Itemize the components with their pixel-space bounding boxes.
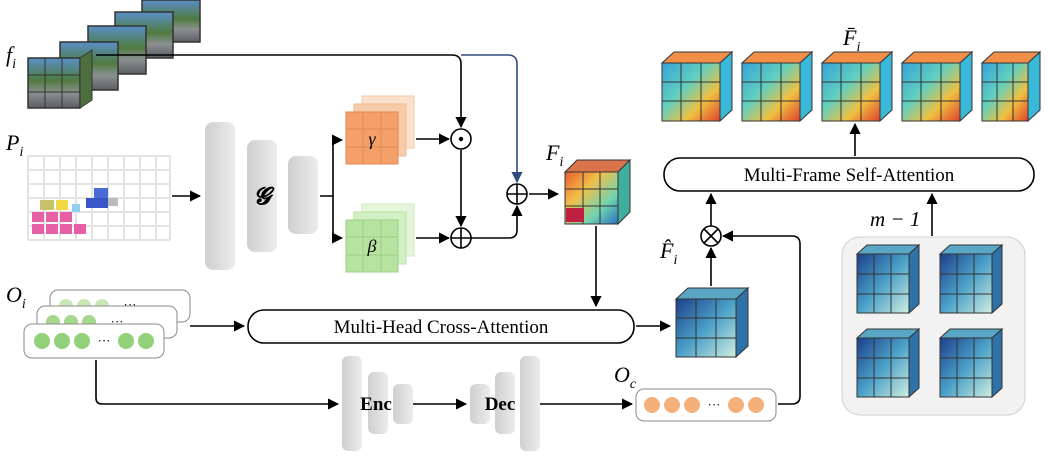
- otimes-operator: [700, 225, 722, 247]
- cross-attention-module: Multi-Head Cross-Attention: [247, 309, 635, 344]
- g-block-2: [247, 140, 277, 252]
- cross-attention-label: Multi-Head Cross-Attention: [334, 317, 549, 338]
- Fhat-label: F̂i: [659, 238, 677, 268]
- Fbar-cube-1: [660, 50, 734, 123]
- multiply-operator: [450, 128, 472, 150]
- O-label: Oi: [6, 282, 26, 312]
- add-operator-beta: [450, 227, 472, 249]
- gamma-label: γ: [368, 129, 376, 149]
- Fhat-cube: [674, 286, 750, 359]
- Fbar-cube-2: [740, 50, 814, 123]
- add-operator-main: [506, 183, 528, 205]
- g-block-1: [205, 122, 235, 270]
- arrows-fusion: [590, 192, 801, 405]
- point-cloud-objects: [32, 188, 118, 234]
- g-network: 𝓖: [205, 122, 318, 270]
- memory-cube-4: [938, 327, 1004, 399]
- point-cloud-grid: [27, 155, 171, 241]
- arrows-g: [172, 134, 344, 244]
- Fbar-cube-5: [980, 50, 1042, 123]
- encoder: Enc: [342, 356, 413, 451]
- self-attention-module: Multi-Frame Self-Attention: [663, 157, 1035, 192]
- self-attention-label: Multi-Frame Self-Attention: [744, 165, 955, 186]
- beta-label: β: [367, 236, 377, 256]
- p-label: Pi: [5, 130, 23, 160]
- memory-cube-1: [855, 243, 921, 315]
- m-minus-1-label: m − 1: [870, 207, 920, 231]
- gamma-tensor: γ: [345, 95, 415, 165]
- decoder: Dec: [470, 356, 540, 451]
- Fbar-cubes: [660, 50, 1042, 123]
- enc-label: Enc: [360, 394, 392, 415]
- arrows-modulation: [96, 54, 560, 244]
- skip-arrow-blue: [461, 54, 523, 184]
- g-label: 𝓖: [254, 184, 275, 210]
- Oc-label: Oc: [614, 362, 637, 392]
- svg-text:···: ···: [708, 397, 721, 412]
- arrows-tokens: [95, 320, 634, 410]
- Fbar-label: F̄i: [842, 25, 860, 55]
- video-frames-stack: [27, 0, 201, 109]
- beta-tensor: β: [345, 203, 415, 273]
- Fbar-cube-4: [900, 50, 974, 123]
- object-tokens: ··· ··· ···: [23, 289, 191, 359]
- memory-cube-2: [938, 243, 1004, 315]
- token-row-1: ···: [23, 323, 165, 359]
- frame-1: [27, 49, 93, 109]
- f-label: fi: [6, 42, 16, 72]
- memory-cube-3: [855, 327, 921, 399]
- svg-text:···: ···: [98, 333, 111, 348]
- F-cube: [563, 158, 632, 226]
- context-tokens: ···: [635, 388, 777, 422]
- dec-label: Dec: [485, 394, 516, 415]
- F-label: Fi: [545, 140, 563, 170]
- Fbar-cube-3: [820, 50, 894, 123]
- memory-panel: [841, 236, 1026, 416]
- g-block-3: [288, 156, 318, 234]
